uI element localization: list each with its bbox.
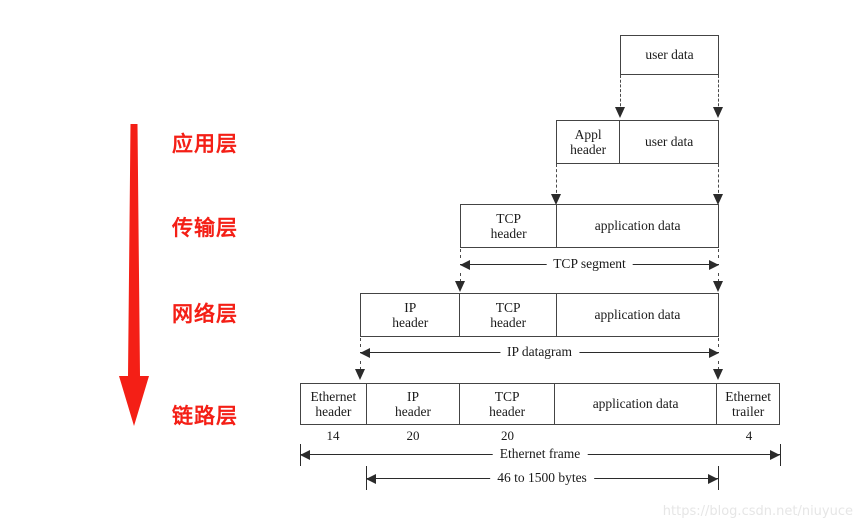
bytes-ethernet-header: 14 xyxy=(326,428,340,443)
row-user-data: user data xyxy=(620,35,719,75)
cell-ip-header: IP header xyxy=(361,294,461,336)
layer-direction-arrow xyxy=(119,124,149,426)
arrow-down-tcp-right xyxy=(713,194,723,205)
cell-ip-app-data: application data xyxy=(594,307,681,323)
guide-right-user-data xyxy=(718,75,719,111)
bytes-ip-header: 20 xyxy=(406,428,420,443)
cell-appl-user-data: user data xyxy=(644,134,694,150)
guide-left-tcp-top xyxy=(460,249,461,258)
dimension-cap-left xyxy=(360,347,370,358)
layer-label-application: 应用层 xyxy=(172,132,238,156)
cell-ethernet-trailer: Ethernet trailer xyxy=(725,388,771,419)
cell-appl-header: Appl header xyxy=(557,121,621,163)
arrow-down-tcp-left xyxy=(551,194,561,205)
guide-left-user-data xyxy=(620,75,621,111)
dimension-cap-right xyxy=(708,473,718,484)
dimension-tcp-segment: TCP segment xyxy=(460,256,719,273)
layer-label-network: 网络层 xyxy=(172,302,238,326)
row-tcp: TCP header application data xyxy=(460,204,719,248)
guide-right-appl xyxy=(718,164,719,198)
tick-ethernet-frame-right xyxy=(780,444,781,466)
cell-eth-app-data: application data xyxy=(555,384,718,424)
cell-tcp-header: TCP header xyxy=(461,205,558,247)
guide-left-ip-top xyxy=(360,338,361,347)
guide-right-tcp-top xyxy=(718,249,719,258)
row-appl: Appl header user data xyxy=(556,120,719,164)
arrow-down-appl-right xyxy=(713,107,723,118)
cell-eth-ip-header: IP header xyxy=(367,384,461,424)
dimension-payload-range: 46 to 1500 bytes xyxy=(366,470,718,487)
bytes-tcp-header: 20 xyxy=(501,428,514,443)
cell-ip-tcp-header: TCP header xyxy=(460,294,557,336)
dimension-ip-datagram: IP datagram xyxy=(360,344,719,361)
guide-left-ip-bottom xyxy=(360,361,361,370)
watermark: https://blog.csdn.net/niuyuce xyxy=(662,504,853,519)
dimension-cap-right xyxy=(709,347,719,358)
cell-user-data: user data xyxy=(645,47,694,63)
arrow-down-ethernet-right xyxy=(713,369,723,380)
layer-label-transport: 传输层 xyxy=(172,216,238,240)
cell-ethernet-header: Ethernet header xyxy=(301,384,367,424)
dimension-cap-right xyxy=(770,449,780,460)
dimension-cap-left xyxy=(460,259,470,270)
guide-right-tcp-bottom xyxy=(718,273,719,282)
row-ip: IP header TCP header application data xyxy=(360,293,719,337)
arrow-down-ip-right xyxy=(713,281,723,292)
arrow-down-appl-left xyxy=(615,107,625,118)
cell-tcp-app-data: application data xyxy=(594,218,681,234)
tick-payload-right xyxy=(718,466,719,490)
dimension-ethernet-frame: Ethernet frame xyxy=(300,446,780,463)
cell-eth-tcp-header: TCP header xyxy=(460,384,555,424)
guide-left-tcp-bottom xyxy=(460,273,461,282)
guide-right-ip-bottom xyxy=(718,361,719,370)
bytes-ethernet-trailer: 4 xyxy=(745,428,753,443)
dimension-cap-left xyxy=(300,449,310,460)
arrow-down-ip-left xyxy=(455,281,465,292)
arrow-down-ethernet-left xyxy=(355,369,365,380)
dimension-cap-left xyxy=(366,473,376,484)
row-ethernet: Ethernet header IP header TCP header app… xyxy=(300,383,780,425)
layer-label-link: 链路层 xyxy=(172,404,238,428)
guide-right-ip-top xyxy=(718,338,719,347)
dimension-cap-right xyxy=(709,259,719,270)
guide-left-appl xyxy=(556,164,557,198)
